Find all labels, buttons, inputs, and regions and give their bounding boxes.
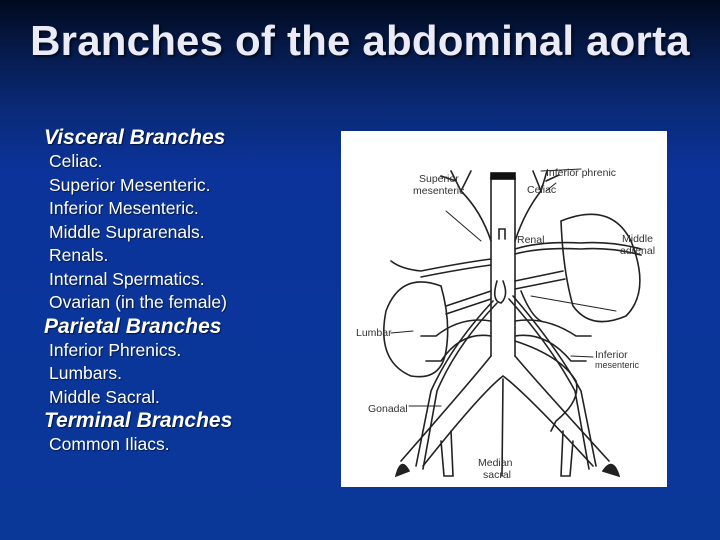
label-lumbar: Lumbar xyxy=(356,327,392,339)
list-item: Celiac. xyxy=(49,151,103,171)
list-item: Superior Mesenteric. xyxy=(49,174,211,195)
list-item: Ovarian (in the female) xyxy=(49,292,227,312)
label-inferior-mesenteric: Inferior xyxy=(595,349,628,361)
branch-list: Visceral Branches Celiac. Superior Mesen… xyxy=(44,126,344,457)
label-superior-mesenteric: Superior xyxy=(419,173,459,185)
aorta-diagram: Superior mesenteric Inferior phrenic Cel… xyxy=(341,131,667,487)
list-item: Renals. xyxy=(49,245,109,265)
label-gonadal: Gonadal xyxy=(368,403,408,415)
label-median-sacral: Median xyxy=(478,457,513,469)
list-item: Lumbars. xyxy=(49,363,122,383)
label-celiac: Celiac xyxy=(527,184,556,196)
aorta-illustration: Superior mesenteric Inferior phrenic Cel… xyxy=(356,167,655,481)
label-inferior-phrenic: Inferior phrenic xyxy=(546,167,616,179)
section-heading-visceral: Visceral Branches xyxy=(44,126,226,149)
label-middle-adrenal-2: adrenal xyxy=(620,245,655,257)
list-item: Inferior Mesenteric. xyxy=(49,198,199,218)
label-inferior-mesenteric-2: mesenteric xyxy=(595,360,640,370)
list-item: Middle Sacral. xyxy=(49,386,160,407)
slide-title: Branches of the abdominal aorta xyxy=(30,17,690,64)
section-heading-terminal: Terminal Branches xyxy=(44,409,233,432)
label-superior-mesenteric-2: mesenteric xyxy=(413,185,464,197)
list-item: Inferior Phrenics. xyxy=(49,339,182,360)
list-item: Common Iliacs. xyxy=(49,434,170,454)
list-item: Internal Spermatics. xyxy=(49,268,205,289)
label-renal: Renal xyxy=(517,234,544,246)
label-median-sacral-2: sacral xyxy=(483,469,511,481)
label-middle-adrenal: Middle xyxy=(622,233,653,245)
section-heading-parietal: Parietal Branches xyxy=(44,314,222,338)
list-item: Middle Suprarenals. xyxy=(49,221,205,242)
